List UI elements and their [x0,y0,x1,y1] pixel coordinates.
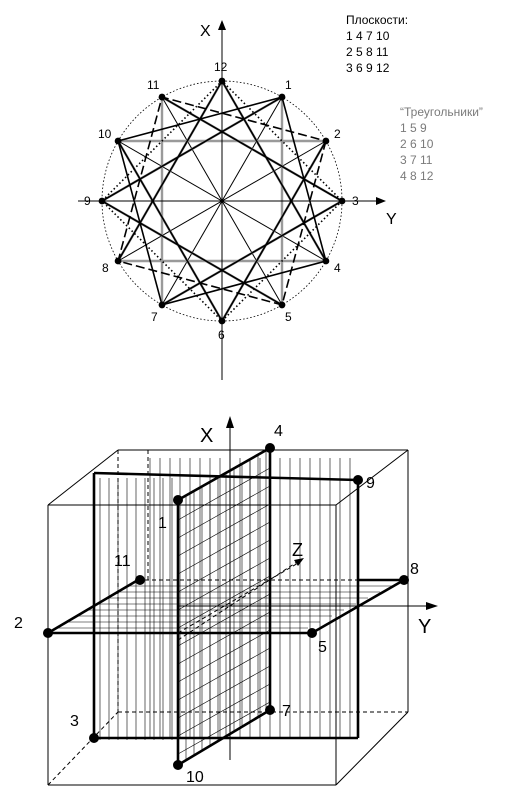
circle-point [114,257,122,265]
circle-point-label: 8 [102,261,109,275]
circle-point [322,137,330,145]
circle-point-label: 6 [218,328,225,342]
y-axis-label-3d: Y [418,616,431,638]
triangles-title: “Треугольники” [400,105,483,119]
x-axis-label-3d: X [200,425,213,447]
cube-point-label: 3 [70,713,79,730]
z-axis-arrow-3d [294,558,304,566]
planes-row: 1 4 7 10 [346,29,390,43]
circle-point-label: 2 [334,127,341,141]
triangles-row: 4 8 12 [400,169,434,183]
circle-point [158,93,166,101]
circle-point-label: 11 [147,78,160,92]
y-axis-arrow [376,197,386,205]
y-axis-label: Y [386,211,397,228]
cube-point-label: 11 [114,553,131,570]
planes-legend: Плоскости: 1 4 7 10 2 5 8 11 3 6 9 12 [346,12,408,76]
cube-point [399,575,409,585]
cube-point [265,705,275,715]
triangles-row: 1 5 9 [400,121,427,135]
star-line [117,140,223,322]
circle-point [114,137,122,145]
cube-point [173,760,183,770]
planes-title: Плоскости: [346,13,409,27]
circle-point-label: 10 [98,127,112,141]
triangles-row: 2 6 10 [400,137,434,151]
star-line [161,96,343,202]
star-line [221,140,327,322]
cube-diagram: X Y Z 1 2 3 4 5 7 8 9 10 11 [14,416,438,786]
cube-point-label: 9 [366,475,375,492]
cube-point [173,495,183,505]
triangles-row: 3 7 11 [400,153,433,167]
circle-point [322,257,330,265]
cube-point [89,733,99,743]
x-axis-arrow [218,20,226,30]
star-line [221,80,327,262]
cube-point [265,443,275,453]
star-line [117,80,223,262]
cube-point-label: 1 [158,515,167,532]
z-axis-line-3d [177,559,301,641]
circle-point [278,301,286,309]
plane-square [100,79,344,323]
cube-point-label: 7 [282,703,291,720]
planes-row: 2 5 8 11 [346,45,389,59]
cube-point [43,628,53,638]
circle-point [158,301,166,309]
x-axis-arrow-3d [226,416,234,428]
circle-point-label: 4 [334,261,341,275]
cube-point [135,575,145,585]
triangles-legend: “Треугольники” 1 5 9 2 6 10 3 7 11 4 8 1… [400,104,483,184]
circle-point-label: 7 [151,310,158,324]
cube-point-label: 10 [186,769,204,786]
circle-point-label: 5 [285,310,292,324]
cube-point [353,475,363,485]
cube-point-label: 2 [14,615,23,632]
circle-point [218,317,226,325]
cube-point-label: 8 [410,561,419,578]
x-axis-label: X [200,23,211,40]
circle-point-label: 9 [84,194,91,208]
cube-point-label: 4 [274,423,283,440]
circle-point-label: 1 [285,78,292,92]
circle-point-label: 12 [214,60,228,74]
y-axis-arrow-3d [426,602,438,610]
star-line [101,200,283,306]
z-axis-label-3d: Z [292,540,303,560]
circle-point [218,77,226,85]
star-line [161,200,343,306]
star-line [101,96,283,202]
cube-point-label: 5 [318,639,327,656]
circle-point [98,197,106,205]
circle-point-label: 3 [352,194,359,208]
planes-row: 3 6 9 12 [346,61,390,75]
circle-point [338,197,346,205]
circle-point [278,93,286,101]
thick-planes [47,446,405,767]
cube-point [307,628,317,638]
